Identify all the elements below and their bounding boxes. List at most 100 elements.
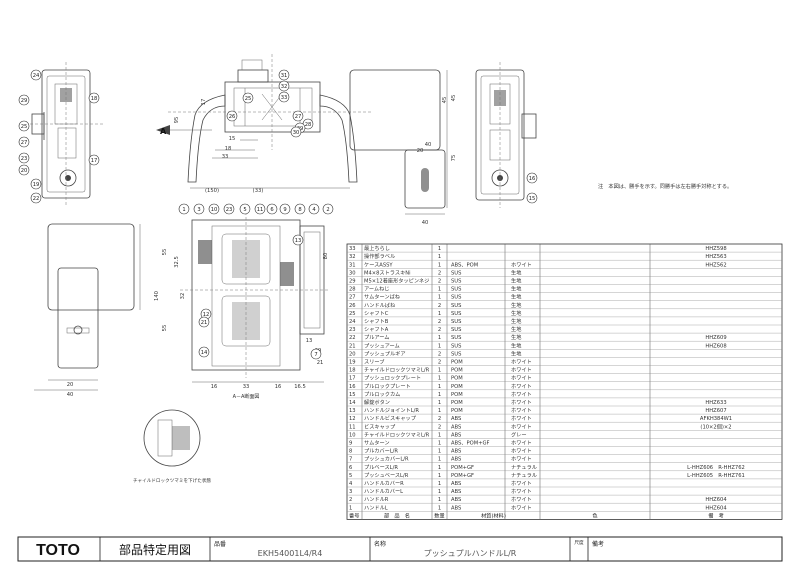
svg-text:23: 23 — [226, 207, 233, 213]
parts-cell-color: ホワイト — [511, 415, 532, 422]
parts-cell-no: 15 — [349, 392, 356, 398]
svg-text:24: 24 — [33, 73, 40, 79]
parts-cell-name: プッシュカバーL/R — [364, 456, 409, 463]
parts-cell-no: 12 — [349, 416, 356, 422]
dimension-label: 55 — [162, 249, 168, 256]
parts-cell-qty: 1 — [438, 473, 441, 479]
title-block: TOTO 部品特定用図 品番 EKH54001L4/R4 名称 プッシュプルハン… — [17, 536, 783, 562]
parts-cell-qty: 1 — [438, 489, 441, 495]
parts-cell-name: スリーブ — [364, 358, 384, 366]
front-view — [34, 223, 141, 391]
parts-cell-name: プルロックプレート — [364, 383, 411, 390]
parts-cell-name: アームねじ — [364, 286, 389, 293]
parts-cell-no: 23 — [349, 327, 356, 333]
part-balloon: 1 — [178, 203, 190, 215]
part-no-label: 品番 — [214, 541, 226, 548]
parts-cell-color: 生地 — [511, 268, 521, 276]
parts-cell-qty: 1 — [438, 343, 441, 349]
part-balloon: 8 — [294, 203, 306, 215]
parts-cell-remarks: HHZ609 — [705, 335, 726, 341]
parts-cell-color: 生地 — [511, 349, 521, 357]
dimension-label: 140 — [154, 291, 160, 301]
parts-cell-qty: 2 — [438, 351, 441, 357]
parts-cell-material: SUS — [451, 327, 461, 333]
left-side-view — [30, 62, 104, 206]
parts-cell-color: ホワイト — [511, 383, 532, 390]
face-plate-view — [349, 69, 448, 215]
dimension-label: 16 — [275, 384, 282, 390]
parts-cell-name: 最上ちらし — [364, 244, 390, 252]
parts-cell-no: 31 — [349, 262, 356, 268]
parts-cell-no: 21 — [349, 343, 356, 349]
parts-cell-color: ホワイト — [511, 448, 532, 455]
parts-cell-color: ホワイト — [511, 407, 532, 414]
parts-cell-material: POM — [451, 384, 463, 390]
parts-cell-no: 14 — [349, 400, 356, 406]
parts-cell-qty: 2 — [438, 303, 441, 309]
part-balloon: 23 — [223, 203, 235, 215]
parts-cell-name: ケースASSY — [364, 261, 393, 268]
parts-cell-color: 生地 — [511, 277, 521, 285]
parts-cell-remarks: HHZ598 — [705, 246, 726, 252]
part-balloon: 16 — [526, 172, 538, 184]
dimension-label: 32 — [180, 293, 186, 300]
parts-cell-name: プッシュロックプレート — [364, 375, 421, 382]
parts-cell-material: SUS — [451, 279, 461, 285]
parts-cell-name: プルベースL/R — [364, 464, 398, 471]
section-caption: A－A断面図 — [233, 393, 260, 400]
dimension-label: 21 — [317, 360, 324, 366]
parts-cell-material: POM — [451, 376, 463, 382]
part-no: EKH54001L4/R4 — [258, 549, 323, 558]
parts-cell-name: M5×12着座形タッピンネジ — [364, 277, 429, 285]
parts-cell-material: POM+GF — [451, 473, 474, 479]
parts-cell-no: 33 — [349, 246, 356, 252]
parts-header-no: 番号 — [349, 512, 359, 519]
remarks-label: 備考 — [592, 540, 604, 548]
part-balloon: 21 — [198, 316, 210, 328]
parts-cell-color: 生地 — [511, 301, 521, 309]
parts-cell-no: 9 — [349, 441, 352, 447]
parts-cell-color: ナチュラル — [511, 472, 537, 479]
parts-cell-material: ABS、POM — [451, 262, 478, 268]
parts-cell-name: シャフトA — [364, 326, 389, 333]
parts-cell-material: ABS — [451, 449, 461, 455]
parts-cell-qty: 1 — [438, 368, 441, 374]
parts-cell-material: ABS — [451, 457, 461, 463]
parts-cell-no: 18 — [349, 368, 356, 374]
parts-cell-name: 操作部ラベル — [364, 252, 395, 260]
part-balloon: 25 — [242, 92, 254, 104]
parts-cell-name: プルアーム — [364, 334, 389, 341]
general-note: 注 本図は、勝手を示す。同勝手は左右勝手対称とする。 — [598, 182, 732, 190]
right-side-view — [475, 62, 537, 208]
svg-text:9: 9 — [283, 207, 286, 213]
part-balloon: 6 — [266, 203, 278, 215]
parts-cell-name: シャフトC — [364, 310, 389, 317]
svg-text:33: 33 — [281, 95, 288, 101]
parts-cell-no: 25 — [349, 311, 356, 317]
parts-cell-qty: 1 — [438, 384, 441, 390]
svg-text:29: 29 — [21, 98, 28, 104]
parts-cell-material: SUS — [451, 351, 461, 357]
parts-cell-qty: 1 — [438, 311, 441, 317]
parts-cell-qty: 2 — [438, 319, 441, 325]
parts-cell-no: 17 — [349, 376, 356, 382]
part-balloon: 15 — [526, 192, 538, 204]
dimension-label: 17 — [201, 99, 207, 106]
dimension-label: 20 — [67, 382, 74, 388]
svg-text:7: 7 — [314, 352, 317, 358]
parts-cell-no: 30 — [349, 270, 356, 276]
parts-cell-qty: 2 — [438, 360, 441, 366]
dimension-label: 40 — [422, 220, 429, 226]
dimension-label: 13 — [306, 338, 313, 344]
part-balloon: 13 — [292, 234, 304, 246]
parts-cell-name: ハンドルばね — [364, 301, 396, 309]
parts-cell-qty: 1 — [438, 497, 441, 503]
parts-cell-qty: 2 — [438, 416, 441, 422]
parts-cell-material: ABS — [451, 505, 461, 511]
parts-cell-no: 29 — [349, 279, 356, 285]
part-balloon: 30 — [290, 126, 302, 138]
parts-header-remarks: 備 考 — [708, 511, 724, 519]
parts-cell-remarks: (10×2個)×2 — [700, 422, 731, 430]
parts-cell-no: 27 — [349, 295, 356, 301]
svg-text:25: 25 — [245, 96, 252, 102]
